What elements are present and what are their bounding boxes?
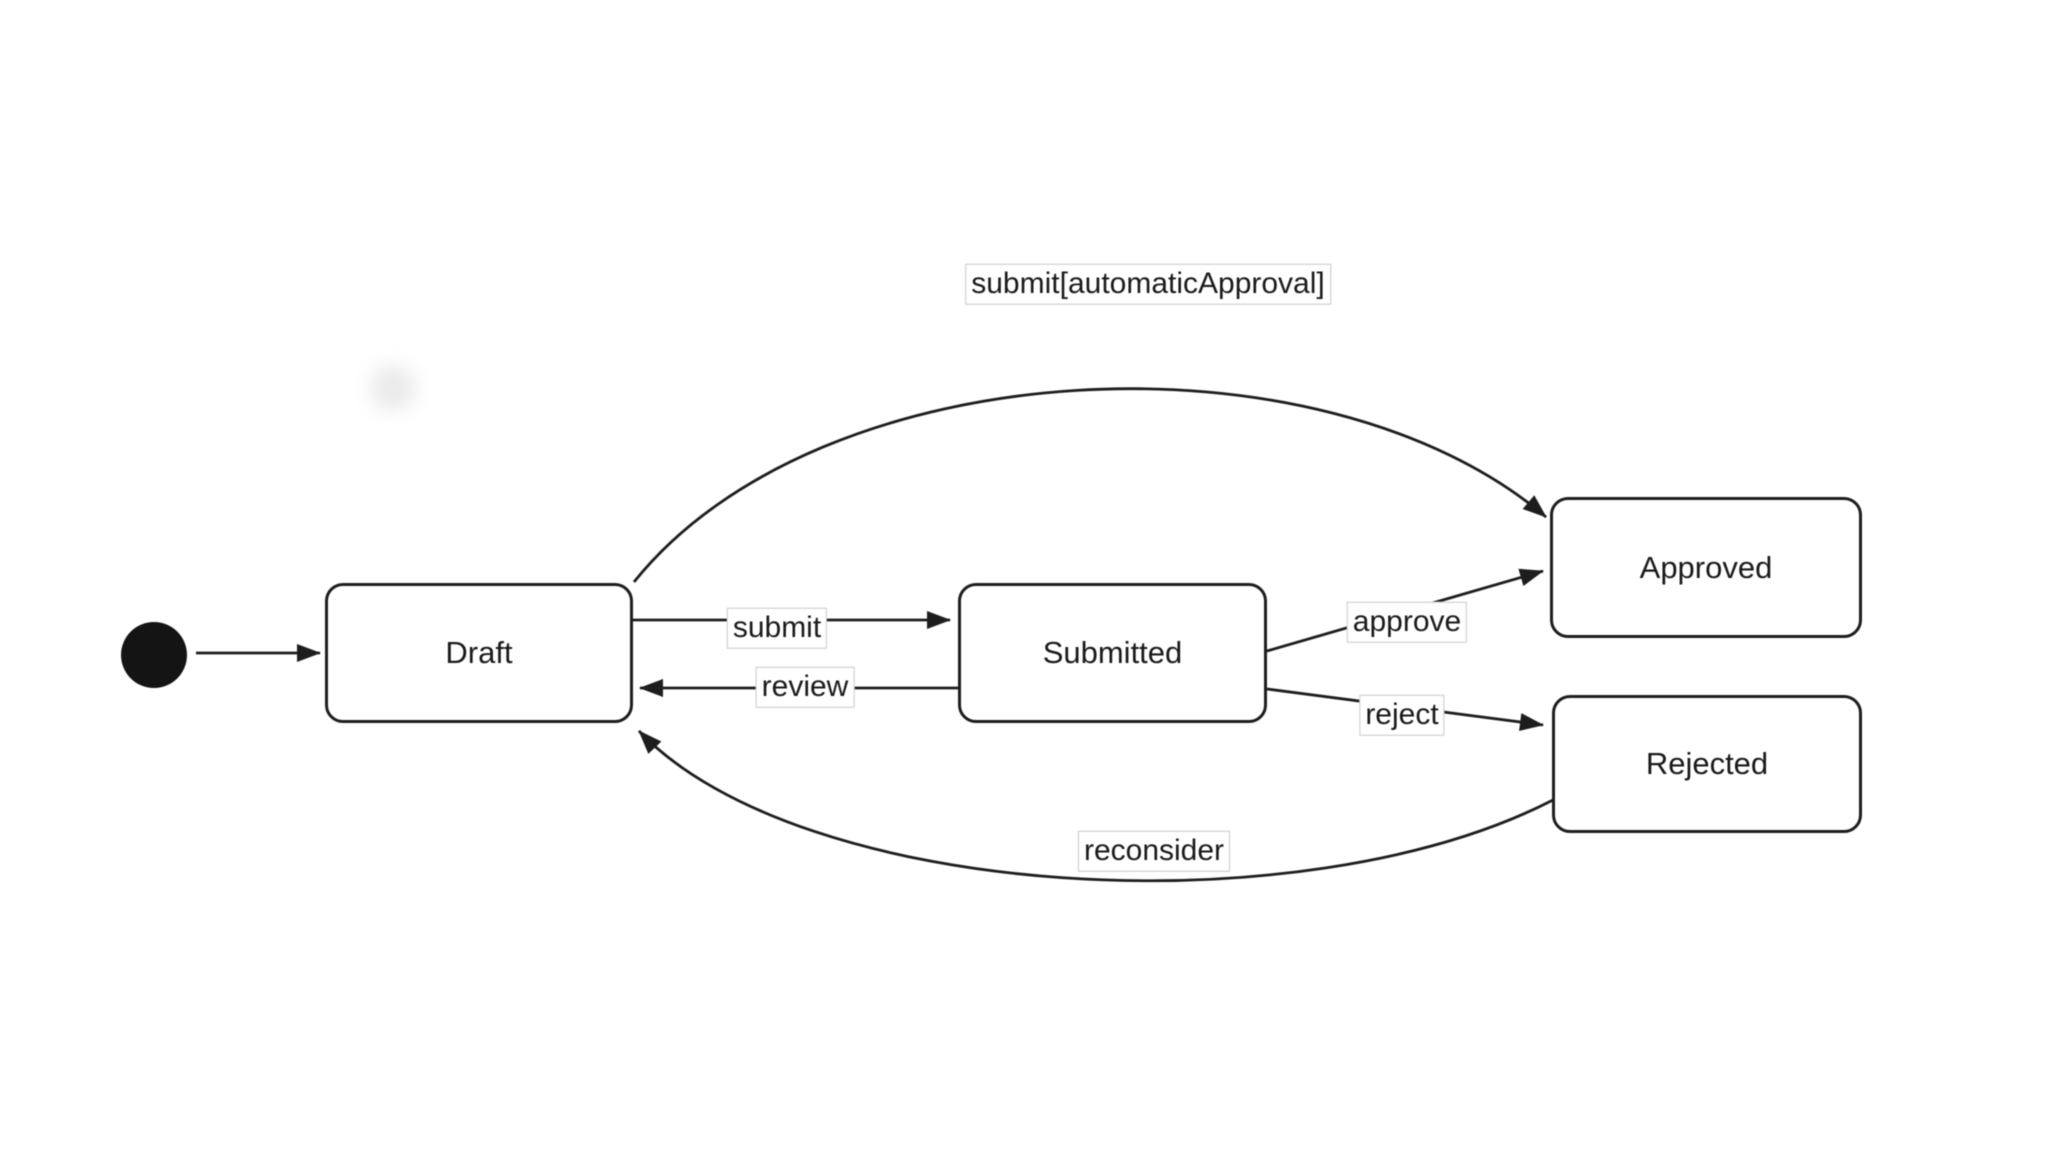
edge-label-review: review [755,666,855,708]
edge-label-submit: submit [726,607,828,649]
initial-state-dot [121,622,187,688]
state-submitted: Submitted [958,583,1267,723]
state-rejected: Rejected [1552,695,1862,833]
edge-label-reject: reject [1359,694,1445,736]
transition-auto-approval [632,387,1547,583]
state-rejected-label: Rejected [1645,746,1769,781]
state-approved-label: Approved [1639,549,1773,585]
gray-smudge-artifact [370,365,416,411]
state-approved: Approved [1550,497,1862,638]
edge-label-auto-approval: submit[automaticApproval] [965,263,1331,305]
state-draft: Draft [325,583,633,723]
transition-reconsider [637,730,1554,883]
state-draft-label: Draft [445,635,513,670]
edge-label-reconsider: reconsider [1077,830,1231,872]
edge-label-approve: approve [1346,601,1468,643]
state-submitted-label: Submitted [1042,635,1183,670]
